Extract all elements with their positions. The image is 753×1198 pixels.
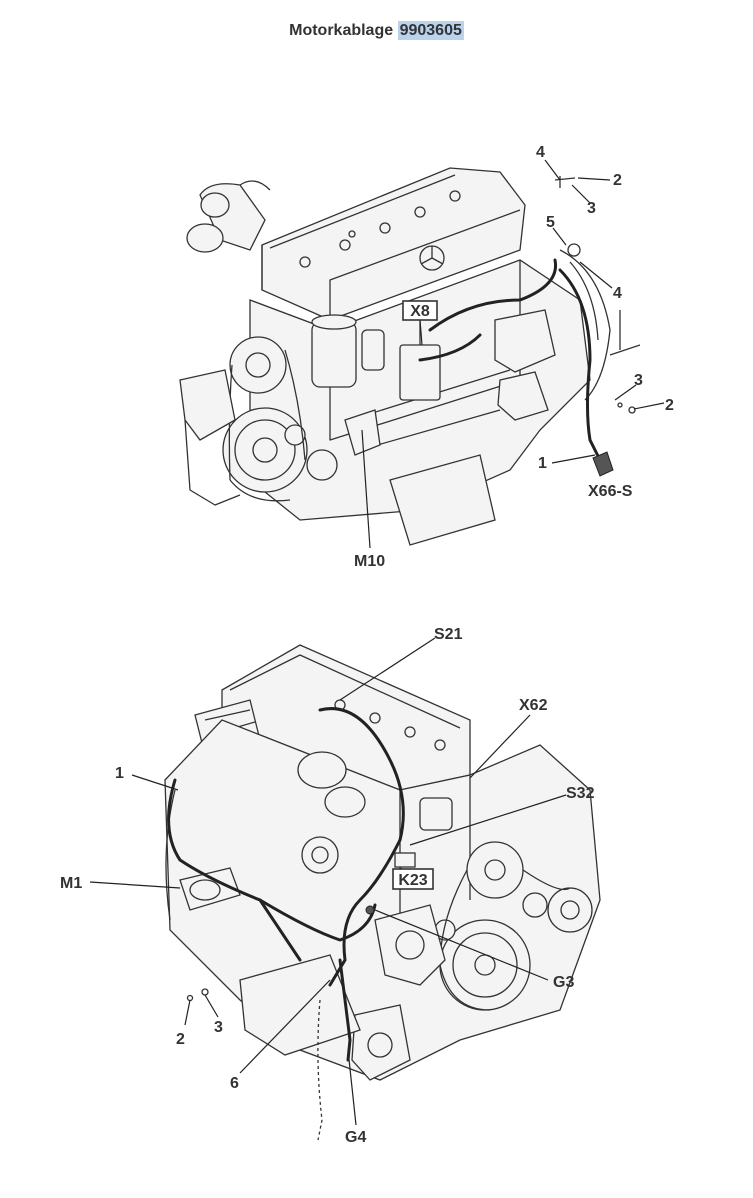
top-callout-2b: 2 bbox=[665, 397, 674, 414]
x62-label: X62 bbox=[519, 697, 548, 714]
top-callout-1: 1 bbox=[538, 455, 547, 472]
top-callout-3a: 3 bbox=[587, 200, 596, 217]
m1-label: M1 bbox=[60, 875, 82, 892]
x8-label-box: X8 bbox=[402, 300, 438, 321]
top-callout-3b: 3 bbox=[634, 372, 643, 389]
k23-label-box: K23 bbox=[392, 868, 434, 890]
top-callout-4b: 4 bbox=[613, 285, 622, 302]
g3-label: G3 bbox=[553, 974, 574, 991]
s32-label: S32 bbox=[566, 785, 595, 802]
bottom-callout-2: 2 bbox=[176, 1031, 185, 1048]
k23-label: K23 bbox=[398, 872, 427, 889]
g4-label: G4 bbox=[345, 1129, 366, 1146]
bottom-leader-lines bbox=[89, 637, 567, 1126]
bottom-callout-3: 3 bbox=[214, 1019, 223, 1036]
top-callout-5: 5 bbox=[546, 214, 555, 231]
top-engine-drawing bbox=[179, 167, 641, 546]
title-number: 9903605 bbox=[397, 21, 464, 40]
page-title: Motorkablage 9903605 bbox=[0, 21, 753, 40]
bottom-labels: S21 X62 S32 1 M1 K23 G3 2 3 6 G4 bbox=[60, 626, 595, 1146]
m10-label: M10 bbox=[354, 553, 385, 570]
top-callout-2a: 2 bbox=[613, 172, 622, 189]
s21-label: S21 bbox=[434, 626, 463, 643]
bottom-callout-1: 1 bbox=[115, 765, 124, 782]
title-text: Motorkablage bbox=[289, 22, 394, 39]
top-labels: 4 2 3 5 4 3 2 1 X8 X66-S M10 bbox=[354, 144, 674, 570]
top-callout-4a: 4 bbox=[536, 144, 545, 161]
bottom-engine-drawing bbox=[164, 644, 601, 1141]
bottom-callout-6: 6 bbox=[230, 1075, 239, 1092]
top-leader-lines bbox=[361, 159, 665, 549]
x66s-label: X66-S bbox=[588, 483, 633, 500]
x8-label: X8 bbox=[410, 303, 430, 320]
